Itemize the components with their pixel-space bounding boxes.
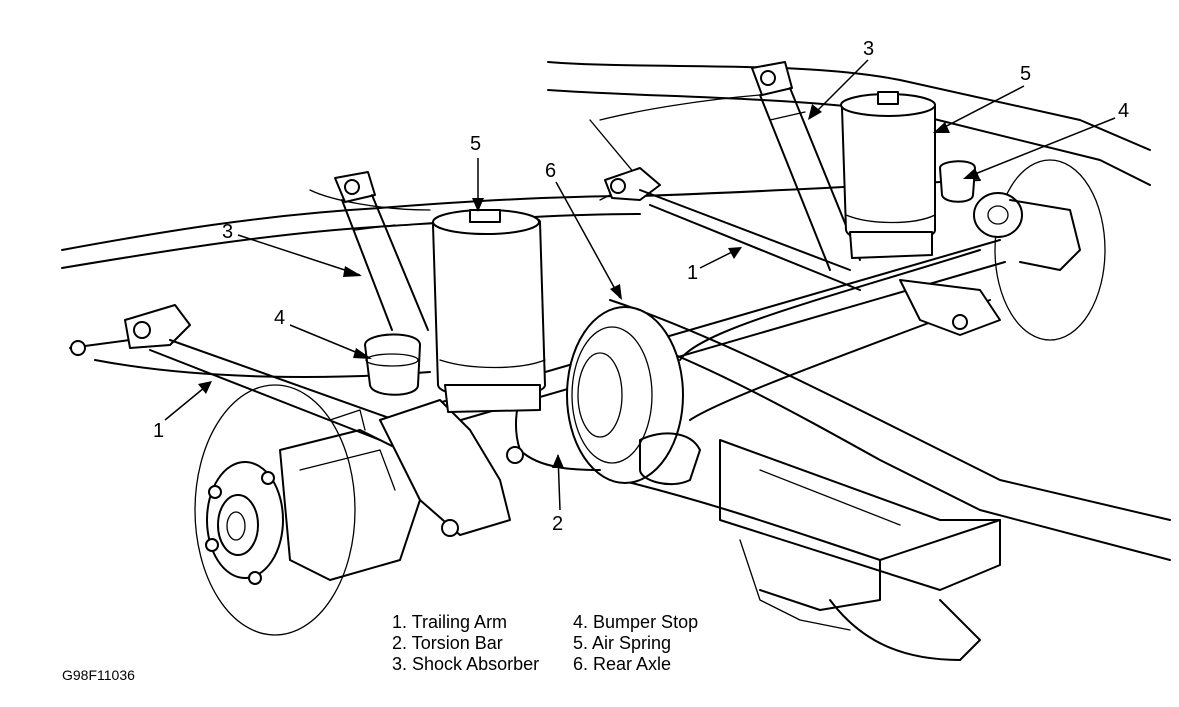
right-shock-absorber <box>751 61 861 271</box>
callout-trailing-arm-left: 1 <box>153 420 164 442</box>
figure-code: G98F11036 <box>62 667 135 683</box>
legend-right: 4. Bumper Stop 5. Air Spring 6. Rear Axl… <box>573 612 698 675</box>
callout-shock-absorber-left: 3 <box>222 221 233 243</box>
legend-item: 4. Bumper Stop <box>573 612 699 632</box>
callout-rear-axle: 6 <box>545 160 556 182</box>
right-wheel-hub <box>973 159 1106 341</box>
legend-item: 3. Shock Absorber <box>392 654 540 674</box>
left-bumper-stop <box>364 333 421 396</box>
callout-air-spring-right: 5 <box>1020 63 1031 85</box>
legend-left: 1. Trailing Arm 2. Torsion Bar 3. Shock … <box>392 612 539 675</box>
callouts: 5 3 4 1 6 2 3 5 4 1 <box>153 38 1129 535</box>
legend-item: 5. Air Spring <box>573 633 672 653</box>
left-wheel-hub <box>194 384 421 636</box>
callout-torsion-bar: 2 <box>552 513 563 535</box>
legend-item: 2. Torsion Bar <box>392 633 503 653</box>
right-trailing-arm <box>604 167 1001 336</box>
legend-item: 6. Rear Axle <box>573 654 672 674</box>
right-air-spring <box>840 91 936 259</box>
rear-axle <box>515 249 991 486</box>
legend-item: 1. Trailing Arm <box>392 612 508 632</box>
callout-air-spring-left: 5 <box>470 133 481 155</box>
right-bumper-stop <box>939 160 976 203</box>
left-air-spring <box>432 209 546 413</box>
callout-trailing-arm-right: 1 <box>687 262 698 284</box>
callout-shock-absorber-right: 3 <box>863 38 874 60</box>
left-shock-absorber <box>334 171 429 331</box>
callout-bumper-stop-right: 4 <box>1118 100 1129 122</box>
callout-bumper-stop-left: 4 <box>274 307 285 329</box>
